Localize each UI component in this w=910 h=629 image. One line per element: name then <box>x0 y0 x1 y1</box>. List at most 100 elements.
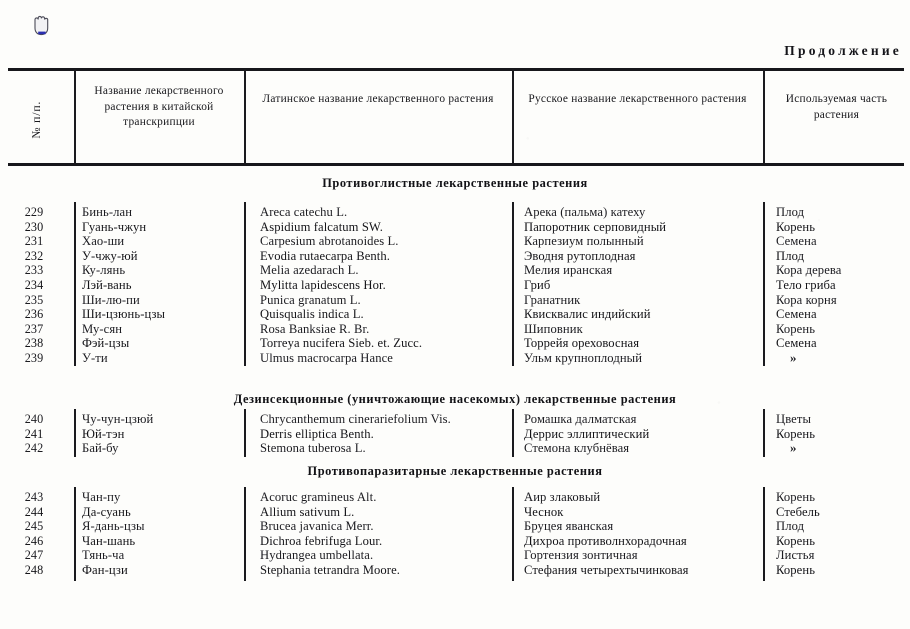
row-cell-used-part: Корень <box>776 490 816 504</box>
row-cell-chinese-name: Тянь-ча <box>82 548 125 563</box>
row-cell-chinese-name: Бинь-лан <box>82 205 133 219</box>
section-title: Противопаразитарные лекарственные растен… <box>307 464 603 478</box>
row-cell-used-part: Корень <box>776 426 816 441</box>
row-cell-russian-name: Мелия иранская <box>524 263 613 278</box>
row-cell-chinese-name: Я-дань-цзы <box>82 519 145 534</box>
row-cell-used-part: Плод <box>776 519 805 534</box>
row-cell-chinese-name: Ку-лянь <box>82 263 126 278</box>
row-cell-latin-name: Quisqualis indica L. <box>260 307 364 322</box>
row-cell-used-part: Семена <box>776 336 817 351</box>
row-cell-russian-name: Ульм крупноплодный <box>524 351 643 365</box>
column-header-chinese-name: Название лекарственного растения в китай… <box>94 85 224 128</box>
row-cell-number: 245 <box>24 519 44 534</box>
row-cell-russian-name: Стемона клубнёвая <box>524 441 630 456</box>
row-cell-used-part: » <box>776 441 906 456</box>
row-cell-chinese-name: Фэй-цзы <box>82 336 130 351</box>
section-title: Противоглистные лекарственные растения <box>322 176 588 190</box>
table-row: 239 У-ти Ulmus macrocarpa Hance Ульм крупно… <box>0 350 910 366</box>
column-divider-russian-header <box>763 69 765 163</box>
column-divider-number-s1 <box>74 202 76 366</box>
row-cell-latin-name: Stephania tetrandra Moore. <box>260 563 401 577</box>
column-header-number: № п/п. <box>0 86 74 139</box>
row-cell-used-part: Корень <box>776 533 816 548</box>
row-cell-russian-name: Аир злаковый <box>524 490 601 504</box>
row-cell-number: 235 <box>24 292 44 307</box>
row-cell-russian-name: Чеснок <box>524 504 564 519</box>
section-title: Дезинсекционные (уничтожающие насекомых)… <box>233 392 677 406</box>
column-header-number-label: № п/п. <box>29 100 44 139</box>
row-cell-latin-name: Carpesium abrotanoides L. <box>260 234 399 249</box>
row-cell-russian-name: Эводня рутоплодная <box>524 248 636 263</box>
column-divider-russian-s2 <box>763 409 765 457</box>
row-cell-number: 232 <box>24 248 44 263</box>
table-row: 241 Юй-тэн Derris elliptica Benth. Деррис э… <box>0 427 910 442</box>
row-cell-number: 247 <box>24 548 44 563</box>
row-cell-chinese-name: Ши-цзюнь-цзы <box>82 307 166 322</box>
row-cell-chinese-name: У-ти <box>82 351 108 365</box>
row-cell-russian-name: Стефания четырехтычинковая <box>524 563 689 577</box>
row-cell-latin-name: Ulmus macrocarpa Hance <box>260 351 393 365</box>
row-cell-number: 237 <box>24 321 44 336</box>
row-cell-latin-name: Melia azedarach L. <box>260 263 359 278</box>
row-cell-chinese-name: Да-суань <box>82 504 131 519</box>
row-cell-latin-name: Derris elliptica Benth. <box>260 426 374 441</box>
table-row: 240 Чу-чун-цзюй Chrycanthemum cinerariefol… <box>0 412 910 427</box>
row-cell-used-part: Цветы <box>776 412 812 426</box>
row-cell-latin-name: Punica granatum L. <box>260 292 361 307</box>
row-cell-used-part: Семена <box>776 307 817 322</box>
column-header-russian-name: Русское название лекарственного растения <box>528 93 747 105</box>
row-cell-used-part: » <box>776 350 906 366</box>
column-divider-number-s3 <box>74 487 76 581</box>
row-cell-latin-name: Chrycanthemum cinerariefolium Vis. <box>260 412 451 426</box>
row-cell-number: 229 <box>24 205 44 219</box>
table-row: 232 У-чжу-юй Evodia rutaecarpa Benth. Эводн… <box>0 249 910 264</box>
table-header-bottom-rule <box>8 163 904 166</box>
ditto-mark: » <box>790 440 797 456</box>
row-cell-chinese-name: Юй-тэн <box>82 426 125 441</box>
column-divider-chinese-header <box>244 69 246 163</box>
column-divider-chinese-s2 <box>244 409 246 457</box>
continuation-label: Продолжение <box>784 43 902 58</box>
row-cell-latin-name: Evodia rutaecarpa Benth. <box>260 248 391 263</box>
row-cell-used-part: Листья <box>776 548 815 563</box>
row-cell-russian-name: Бруцея яванская <box>524 519 614 534</box>
row-cell-chinese-name: Чу-чун-цзюй <box>82 412 154 426</box>
row-cell-russian-name: Гриб <box>524 278 551 292</box>
row-cell-number: 239 <box>24 351 44 365</box>
ditto-mark: » <box>790 350 797 365</box>
row-cell-russian-name: Дихроа противолнхорадочная <box>524 533 687 548</box>
row-cell-latin-name: Dichroa febrifuga Lour. <box>260 533 383 548</box>
row-cell-latin-name: Mylitta lapidescens Hor. <box>260 278 386 292</box>
column-divider-russian-s3 <box>763 487 765 581</box>
row-cell-latin-name: Stemona tuberosa L. <box>260 441 366 456</box>
row-cell-used-part: Корень <box>776 321 816 336</box>
column-divider-latin-header <box>512 69 514 163</box>
row-cell-chinese-name: Чан-пу <box>82 490 121 504</box>
row-cell-number: 240 <box>24 412 44 426</box>
row-cell-russian-name: Торрейя ореховосная <box>524 336 640 351</box>
row-cell-used-part: Корень <box>776 219 816 234</box>
column-header-latin-name: Латинское название лекарственного растен… <box>262 93 494 105</box>
row-cell-russian-name: Гортензия зонтичная <box>524 548 638 563</box>
row-cell-used-part: Стебель <box>776 504 820 519</box>
row-cell-chinese-name: У-чжу-юй <box>82 248 138 263</box>
row-cell-russian-name: Деррис эллиптический <box>524 426 650 441</box>
row-cell-number: 231 <box>24 234 44 249</box>
table-top-rule <box>8 68 904 71</box>
row-cell-used-part: Тело гриба <box>776 278 836 292</box>
row-cell-number: 241 <box>24 426 44 441</box>
